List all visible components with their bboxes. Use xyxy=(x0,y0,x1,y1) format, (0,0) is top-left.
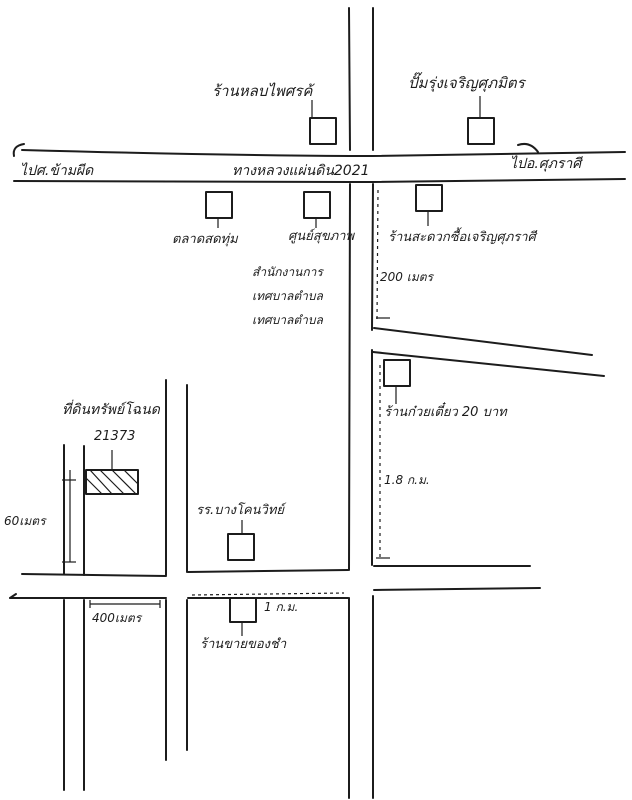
label-office-line1: สำนักงานการ xyxy=(252,265,324,279)
land-plot xyxy=(85,450,139,495)
north-south-road xyxy=(348,7,374,799)
label-highway: ทางหลวงแผ่นดิน2021 xyxy=(232,163,370,179)
label-office-line2: เทศบาลตำบล xyxy=(252,289,323,303)
label-office-line3: เทศบาลตำบล xyxy=(252,313,323,327)
soi-lanes xyxy=(62,379,188,791)
label-market: ตลาดสดทุ่ม xyxy=(172,232,239,247)
side-road-right xyxy=(372,189,605,559)
label-1-8km: 1.8 ก.ม. xyxy=(384,473,430,487)
label-shop-top-left: ร้านหลบไพศรค้ xyxy=(212,82,315,100)
label-fresh-mart: ร้านสะดวกซื้อเจริญศุภราศี xyxy=(388,227,539,245)
label-deed-number: 21373 xyxy=(94,429,135,444)
label-60m: 60เมตร xyxy=(4,514,47,528)
label-left-direction: ไปศ.ข้ามผีด xyxy=(20,162,94,179)
lower-road xyxy=(9,565,541,599)
label-noodle-shop: ร้านก๋วยเตี๋ยว 20 บาท xyxy=(384,401,508,420)
label-200m: 200 เมตร xyxy=(380,270,435,284)
main-highway xyxy=(12,142,626,183)
label-school: รร.บางโคนวิทย์ xyxy=(196,502,287,518)
label-400m: 400เมตร xyxy=(92,611,143,625)
label-right-direction: ไปอ.ศุภราศี xyxy=(510,155,583,172)
label-shop-top-right: ปั๊มรุ่งเจริญศุภมิตร xyxy=(408,72,527,92)
label-land-title: ที่ดินทรัพย์โฉนด xyxy=(62,399,161,418)
label-1km: 1 ก.ม. xyxy=(264,600,298,614)
buildings xyxy=(89,96,495,636)
label-grocery: ร้านขายของชำ xyxy=(200,637,287,652)
map-labels: ร้านหลบไพศรค้ ปั๊มรุ่งเจริญศุภมิตร ไปศ.ข… xyxy=(4,72,583,652)
label-health-center: ศูนย์สุขภาพ xyxy=(288,228,355,244)
